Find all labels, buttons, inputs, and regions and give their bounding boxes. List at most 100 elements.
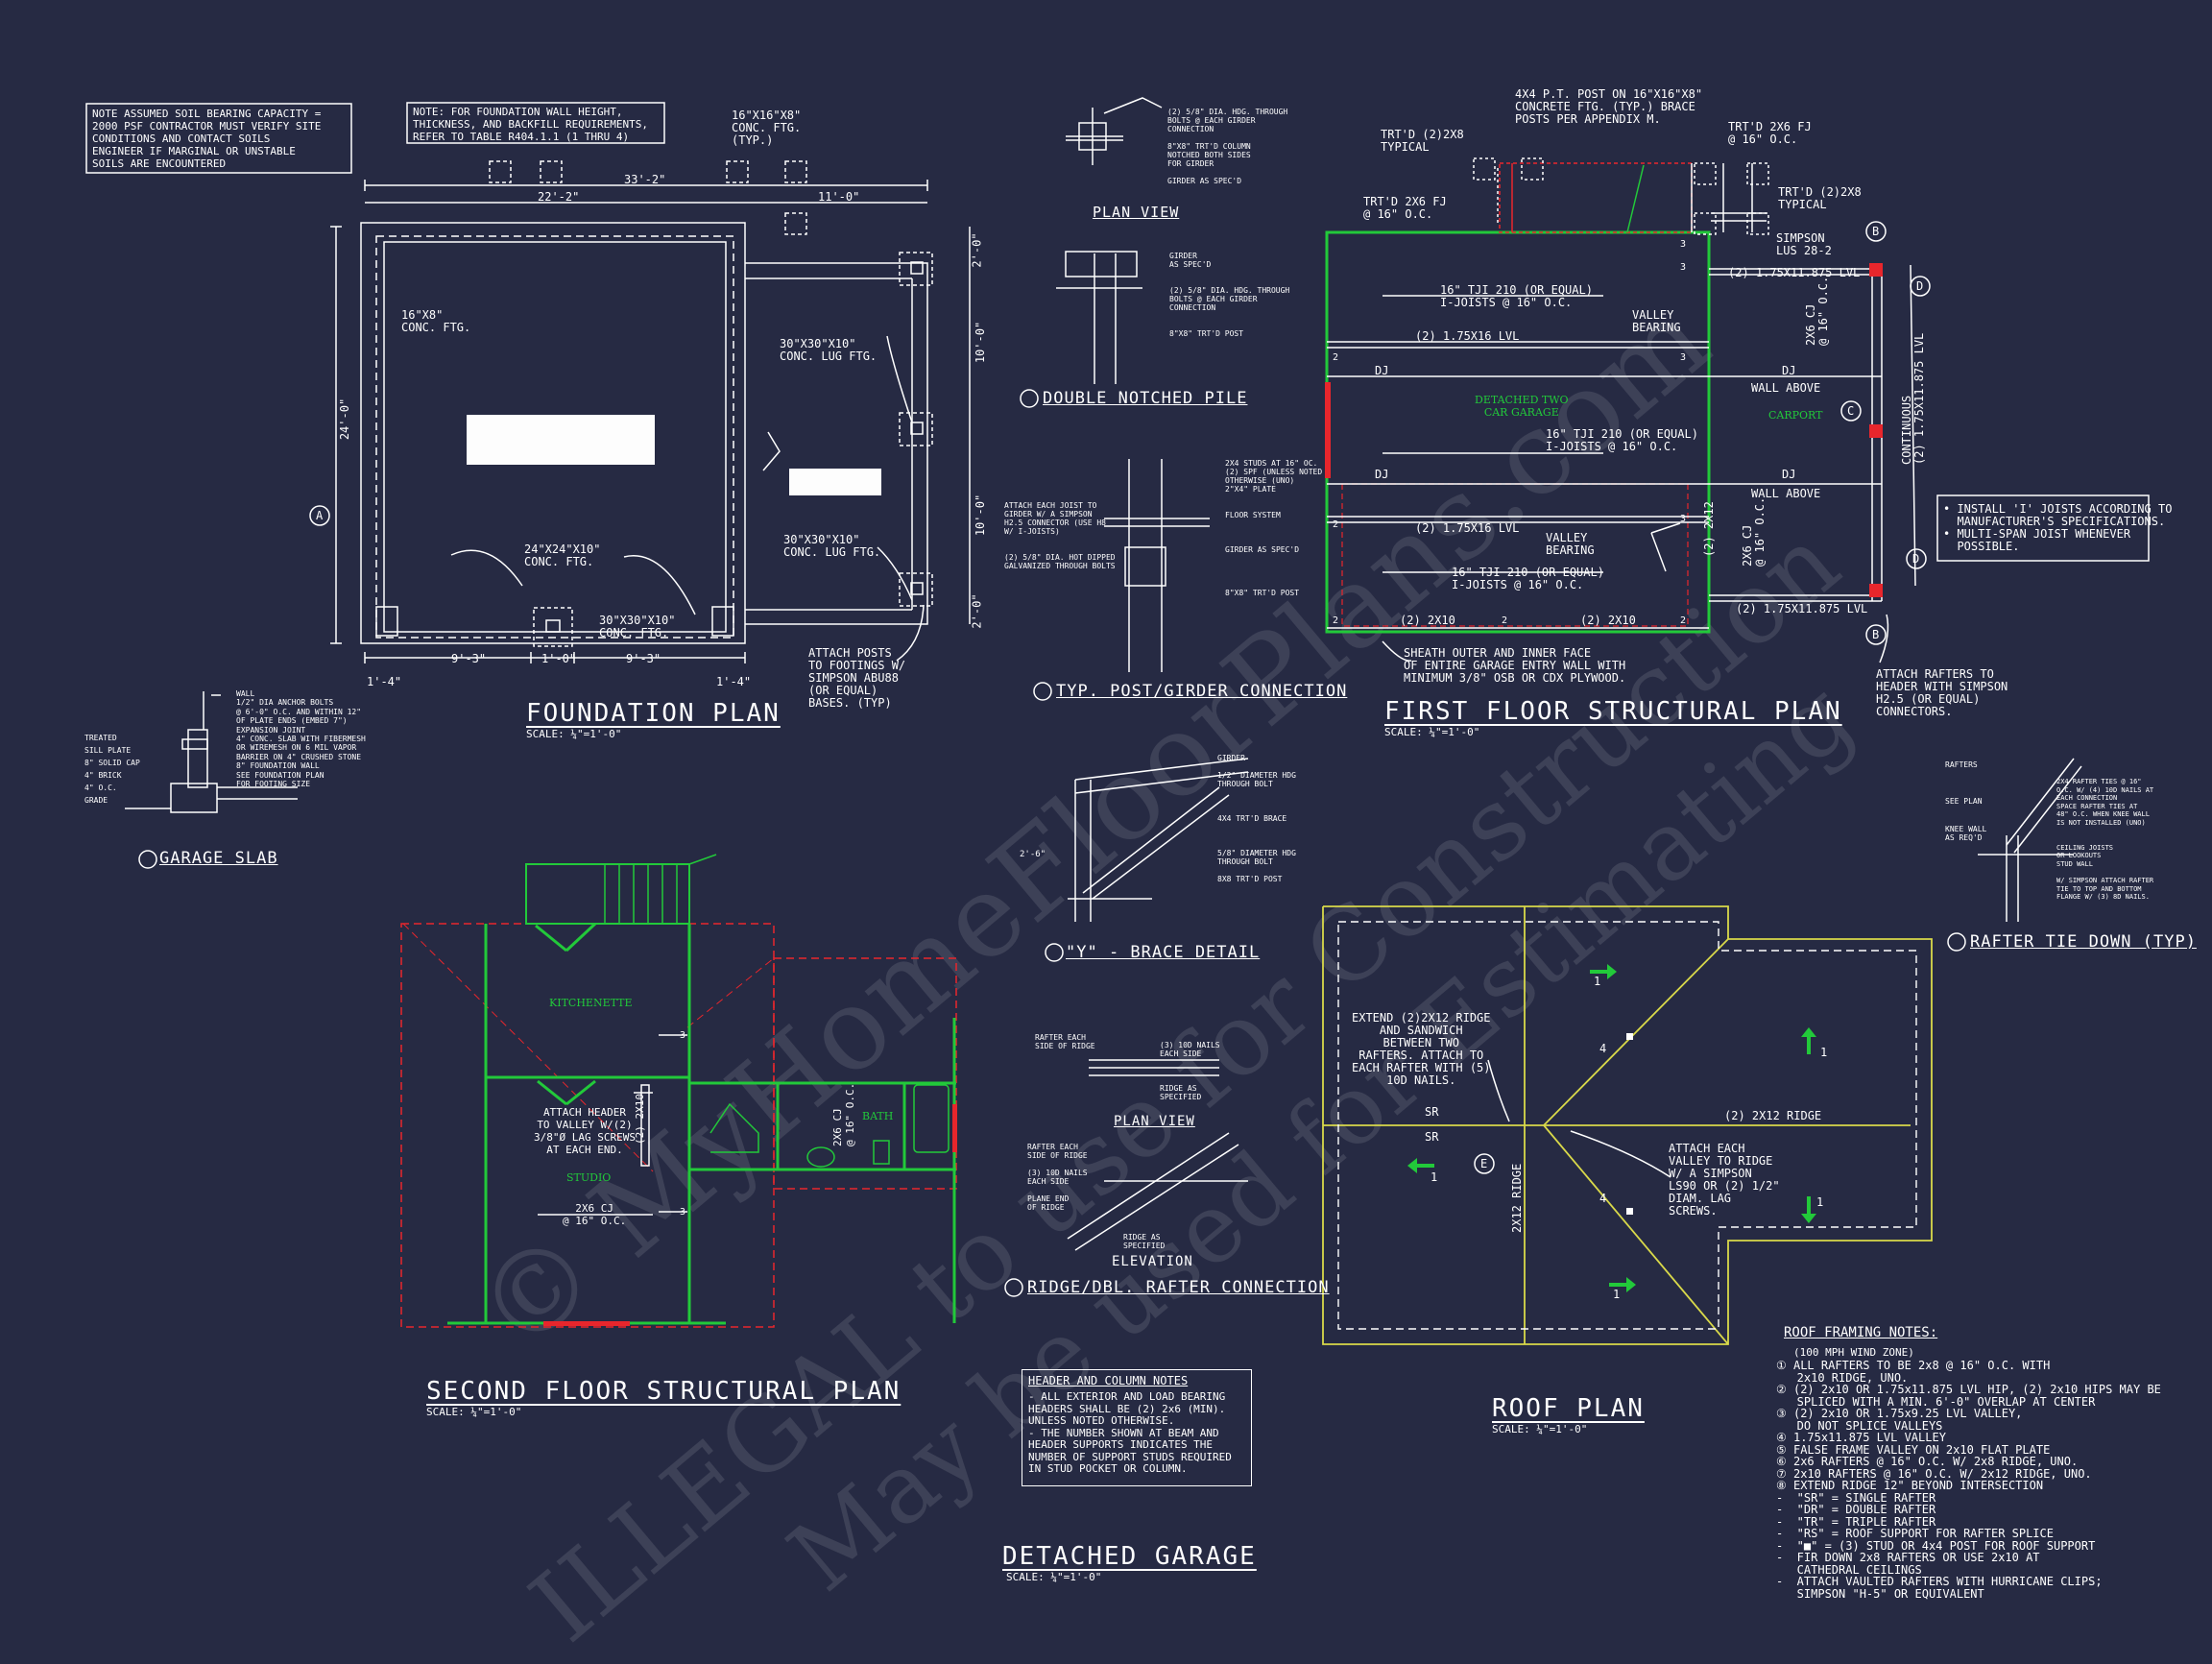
first-floor-scale: SCALE: ¼"=1'-0" (1384, 726, 1480, 738)
ff-trt-typ-left: TRT'D (2)2x8 TYPICAL (1381, 128, 1464, 154)
foundation-dim-c: 9'-3" (626, 652, 661, 665)
roof-extend-note: EXTEND (2)2x12 RIDGE AND SANDWICH BETWEE… (1352, 1011, 1491, 1087)
foundation-ftg-center: 24"x24"x10" CONC. FTG. (524, 543, 601, 568)
ff-stud-count-2b: 2 (1333, 519, 1339, 530)
roof-tag-1b: 1 (1820, 1046, 1828, 1059)
foundation-dim-r3: 10'-0" (974, 494, 988, 537)
post-girder-linework (1104, 459, 1210, 672)
sf-ceiling-joist-vertical: 2x6 CJ @ 16" O.C. (831, 1082, 856, 1146)
foundation-dim-r2: 10'-0" (974, 321, 988, 364)
header-notes-body: - ALL EXTERIOR AND LOAD BEARING HEADERS … (1028, 1390, 1232, 1475)
ff-trt-fj-right: TRT'D 2x6 FJ @ 16" O.C. (1728, 120, 1812, 146)
garage-slab-title-text: GARAGE SLAB (159, 849, 278, 868)
plan-view-labels: (2) 5/8" DIA. HDG. THROUGH BOLTS @ EACH … (1167, 108, 1288, 185)
ff-tji-2: 16" TJI 210 (OR EQUAL) I-JOISTS @ 16" O.… (1546, 427, 1698, 453)
second-floor-scale: SCALE: ¼"=1'-0" (426, 1406, 522, 1418)
ff-valley-1: VALLEY BEARING (1632, 308, 1681, 334)
roof-ridge-horizontal: (2) 2x12 RIDGE (1724, 1109, 1822, 1122)
watermark-line-3: May be used for Estimating (768, 660, 1873, 1613)
foundation-dim-total: 33'-2" (624, 173, 666, 186)
ff-wall-above-2: WALL ABOVE (1751, 487, 1821, 500)
roof-tag-1e: 1 (1613, 1288, 1621, 1301)
foundation-ftg-bottom: 30"x30"x10" CONC. FTG. (599, 614, 676, 639)
slab-note-panel-small (789, 469, 881, 495)
ff-attach-rafters: ATTACH RAFTERS TO HEADER WITH SIMPSON H2… (1876, 667, 2008, 718)
roof-single-rafter-1: SR (1425, 1105, 1439, 1119)
double-pile-labels: GIRDER AS SPEC'D (2) 5/8" DIA. HDG. THRO… (1169, 252, 1290, 338)
ff-header-2x10-b: (2) 2x10 (1580, 614, 1636, 627)
foundation-dim-r1: 2'-0" (970, 232, 984, 268)
foundation-dim-e: 1'-4" (716, 675, 752, 688)
slab-note-panel (467, 415, 655, 465)
grid-bubble-a: A (316, 509, 324, 522)
rafter-tie-right-labels: 2x4 RAFTER TIES @ 16" O.C. W/ (4) 10d NA… (2056, 778, 2154, 902)
grid-bubble-b-bottom: B (1872, 628, 1880, 641)
foundation-dim-main: 22'-2" (538, 190, 580, 204)
ff-dj-2: DJ (1375, 468, 1389, 481)
ff-tji-3: 16" TJI 210 (OR EQUAL) I-JOISTS @ 16" O.… (1452, 566, 1604, 591)
roof-tag-1d: 1 (1816, 1195, 1824, 1209)
ff-carport-label: CARPORT (1768, 409, 1823, 422)
rafter-tie-title: RAFTER TIE DOWN (TYP) (1970, 932, 2197, 952)
ff-lvl16-1: (2) 1.75x16 LVL (1415, 329, 1520, 343)
foundation-dim-r4: 2'-0" (970, 593, 984, 629)
ff-wall-above-1: WALL ABOVE (1751, 381, 1821, 395)
ridge-plan-labels-right: (3) 10d NAILS EACH SIDE RIDGE AS SPECIFI… (1160, 1041, 1220, 1101)
sf-attach-header: ATTACH HEADER TO VALLEY W/(2) 3/8"Ø LAG … (534, 1106, 636, 1156)
ff-dj-3: DJ (1782, 364, 1796, 377)
garage-slab-labels: WALL 1/2" DIA ANCHOR BOLTS @ 6'-0" O.C. … (236, 689, 366, 789)
garage-slab-left-labels: TREATED SILL PLATE 8" SOLID CAP 4" BRICK… (84, 734, 140, 805)
foundation-conc-ftg: 16"x8" CONC. FTG. (401, 308, 471, 334)
double-pile-title: DOUBLE NOTCHED PILE (1043, 389, 1248, 408)
roof-attach-valley-note: ATTACH EACH VALLEY TO RIDGE W/ A SIMPSON… (1669, 1142, 1780, 1218)
foundation-dim-d: 1'-4" (367, 675, 402, 688)
sf-stud-count-2: 3 (680, 1207, 686, 1218)
post-girder-left-labels: ATTACH EACH JOIST TO GIRDER W/ A SIMPSON… (1004, 501, 1116, 570)
post-girder-right-labels: 2x4 STUDS AT 16" OC. (2) SPF (UNLESS NOT… (1225, 459, 1323, 597)
roof-ridge-vertical: 2x12 RIDGE (1510, 1163, 1524, 1233)
ff-stud-count-3d: 3 (1680, 514, 1687, 524)
roof-notes-list: ① ALL RAFTERS TO BE 2x8 @ 16" O.C. WITH … (1776, 1359, 2161, 1601)
ff-cj-1: 2x6 CJ @ 16" O.C. (1804, 276, 1830, 346)
ff-header-2x10-a: (2) 2x10 (1400, 614, 1455, 627)
foundation-dim-b: 1'-0" (541, 652, 577, 665)
plan-view-title: PLAN VIEW (1093, 204, 1180, 221)
ff-lvl-bottom: (2) 1.75x11.875 LVL (1736, 602, 1868, 615)
foundation-plan-title: FOUNDATION PLAN (526, 699, 781, 728)
ff-stud-count-2e: 2 (1680, 615, 1687, 626)
foundation-dim-depth: 24'-0" (338, 398, 352, 441)
foundation-dim-a: 9'-3" (451, 652, 487, 665)
ridge-elev-labels-right: RIDGE AS SPECIFIED (1123, 1233, 1166, 1250)
foundation-ftg-top: 16"x16"x8" CONC. FTG. (TYP.) (732, 109, 802, 147)
roof-tag-4a: 4 (1599, 1042, 1607, 1055)
roof-plan-scale: SCALE: ¼"=1'-0" (1492, 1423, 1588, 1435)
ff-stud-count-3b: 3 (1680, 262, 1687, 273)
grid-bubble-d-top: D (1916, 279, 1924, 293)
post-girder-title: TYP. POST/GIRDER CONNECTION (1056, 682, 1348, 701)
ff-garage-label: DETACHED TWO CAR GARAGE (1475, 394, 1569, 419)
plan-view-linework (1056, 97, 1163, 384)
ff-post-note: 4x4 P.T. POST ON 16"x16"x8" CONCRETE FTG… (1515, 87, 1703, 126)
sf-stud-count-1: 3 (680, 1030, 686, 1041)
ff-cj-2: 2x6 CJ @ 16" O.C. (1741, 496, 1767, 567)
ff-stud-count-2c: 2 (1333, 615, 1339, 626)
ridge-elevation-title: ELEVATION (1112, 1254, 1193, 1269)
first-floor-title: FIRST FLOOR STRUCTURAL PLAN (1384, 697, 1842, 726)
roof-notes-title: ROOF FRAMING NOTES: (1784, 1325, 1938, 1340)
soil-bearing-note: NOTE ASSUMED SOIL BEARING CAPACITY = 200… (92, 108, 322, 170)
sf-bath-label: BATH (862, 1110, 894, 1122)
ff-tji-note: • INSTALL 'I' JOISTS ACCORDING TO MANUFA… (1943, 502, 2173, 553)
ff-sheath-note: SHEATH OUTER AND INNER FACE OF ENTIRE GA… (1404, 646, 1626, 685)
foundation-attach-posts: ATTACH POSTS TO FOOTINGS W/ SIMPSON ABU8… (808, 646, 906, 710)
detached-garage-scale: SCALE: ¼"=1'-0" (1006, 1571, 1102, 1583)
roof-tag-1a: 1 (1594, 975, 1601, 988)
roof-grid-bubble-e: E (1480, 1157, 1488, 1170)
ff-continuous-lvl: CONTINUOUS (2) 1.75x11.875 LVL (1900, 332, 1926, 465)
foundation-linework (85, 102, 971, 663)
ridge-elev-labels-left: RAFTER EACH SIDE OF RIDGE (3) 10d NAILS … (1027, 1143, 1088, 1212)
ridge-plan-labels-left: RAFTER EACH SIDE OF RIDGE (1035, 1033, 1095, 1050)
sf-studio-label: STUDIO (566, 1171, 612, 1184)
sf-kitchenette-label: KITCHENETTE (549, 997, 633, 1009)
ff-tji-1: 16" TJI 210 (OR EQUAL) I-JOISTS @ 16" O.… (1440, 283, 1593, 309)
ridge-rafter-title: RIDGE/DBL. RAFTER CONNECTION (1027, 1278, 1330, 1297)
